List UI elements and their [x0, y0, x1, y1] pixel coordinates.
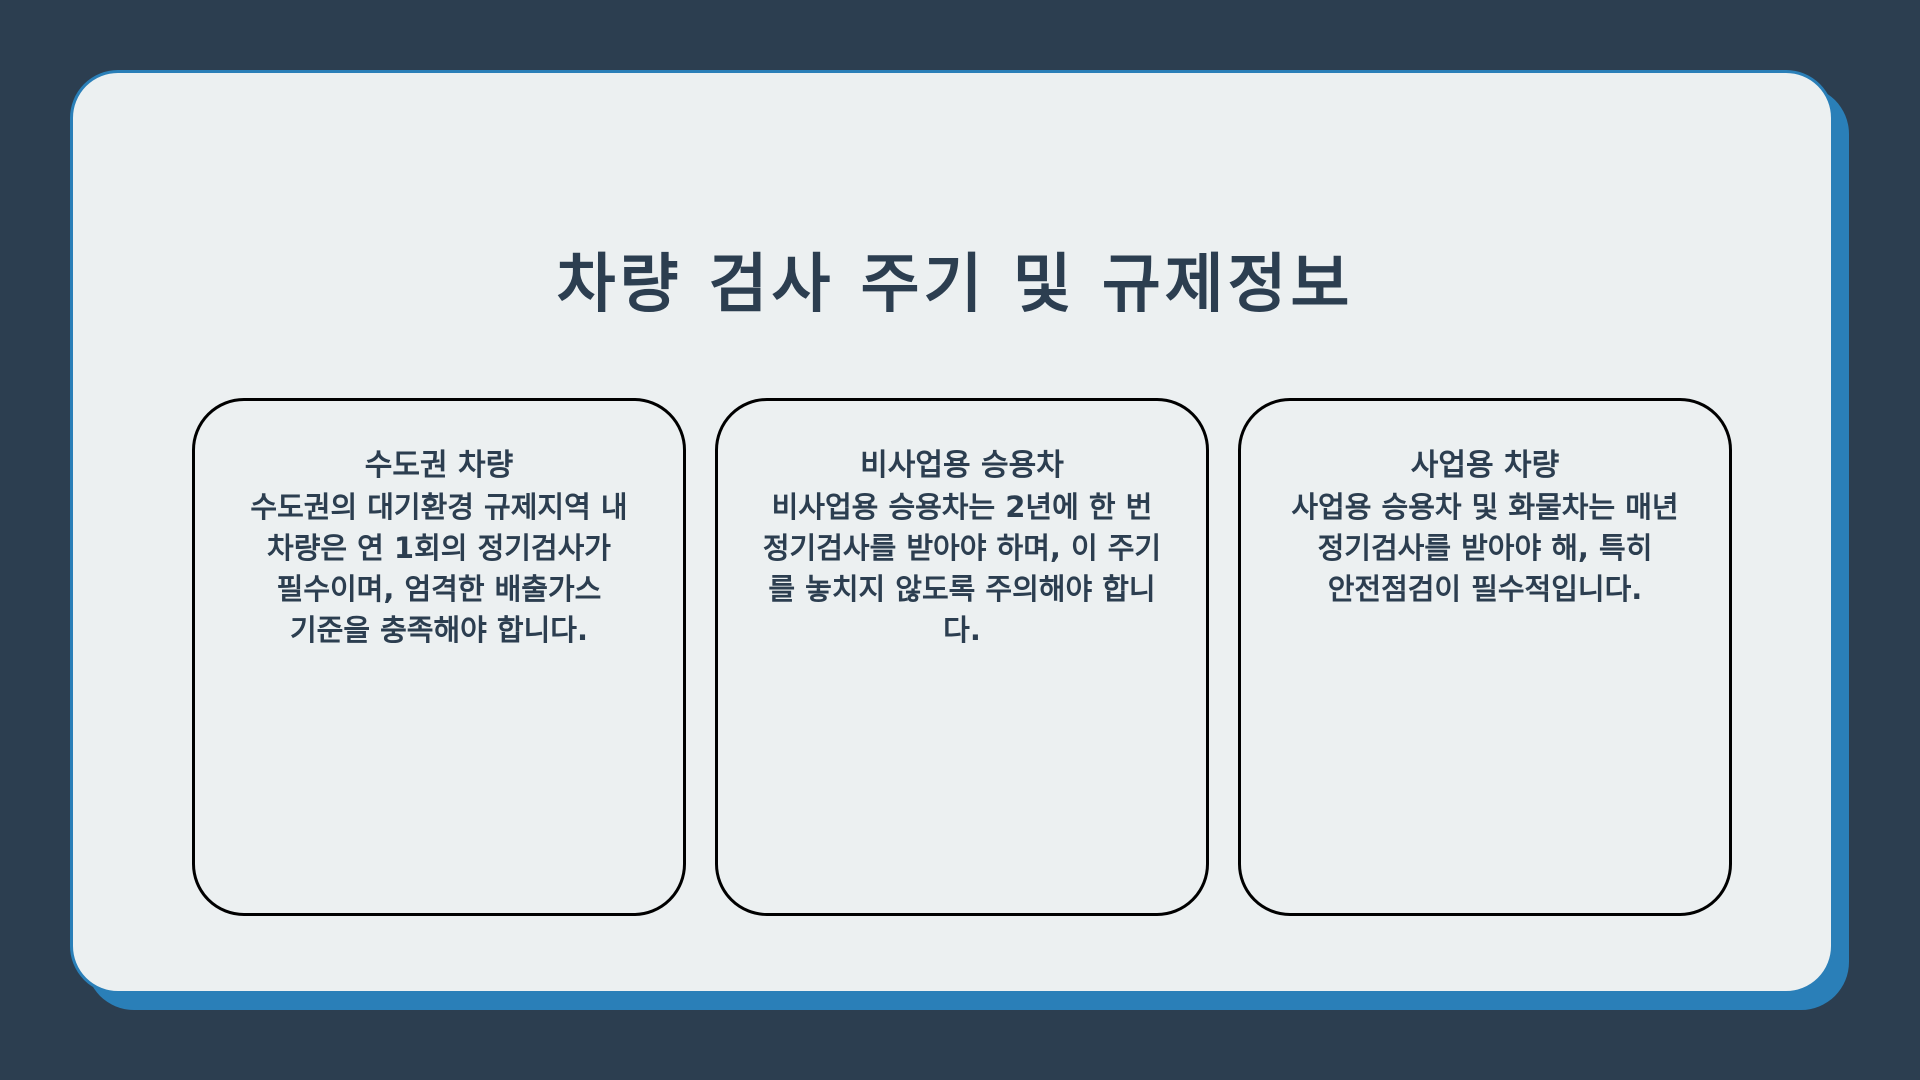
- content-panel: 차량 검사 주기 및 규제정보 수도권 차량 수도권의 대기환경 규제지역 내 …: [70, 70, 1834, 994]
- card-text: 비사업용 승용차는 2년에 한 번 정기검사를 받아야 하며, 이 주기를 놓치…: [762, 490, 1162, 647]
- card-title: 비사업용 승용차: [860, 448, 1064, 483]
- card-text: 사업용 승용차 및 화물차는 매년 정기검사를 받아야 해, 특히 안전점검이 …: [1291, 490, 1679, 606]
- info-card-private-car: 비사업용 승용차 비사업용 승용차는 2년에 한 번 정기검사를 받아야 하며,…: [715, 398, 1209, 916]
- card-title: 사업용 차량: [1410, 448, 1560, 483]
- info-card-metropolitan: 수도권 차량 수도권의 대기환경 규제지역 내 차량은 연 1회의 정기검사가 …: [192, 398, 686, 916]
- card-text: 수도권의 대기환경 규제지역 내 차량은 연 1회의 정기검사가 필수이며, 엄…: [250, 490, 628, 647]
- card-title: 수도권 차량: [364, 448, 514, 483]
- page-title: 차량 검사 주기 및 규제정보: [556, 248, 1354, 322]
- info-card-commercial: 사업용 차량 사업용 승용차 및 화물차는 매년 정기검사를 받아야 해, 특히…: [1238, 398, 1732, 916]
